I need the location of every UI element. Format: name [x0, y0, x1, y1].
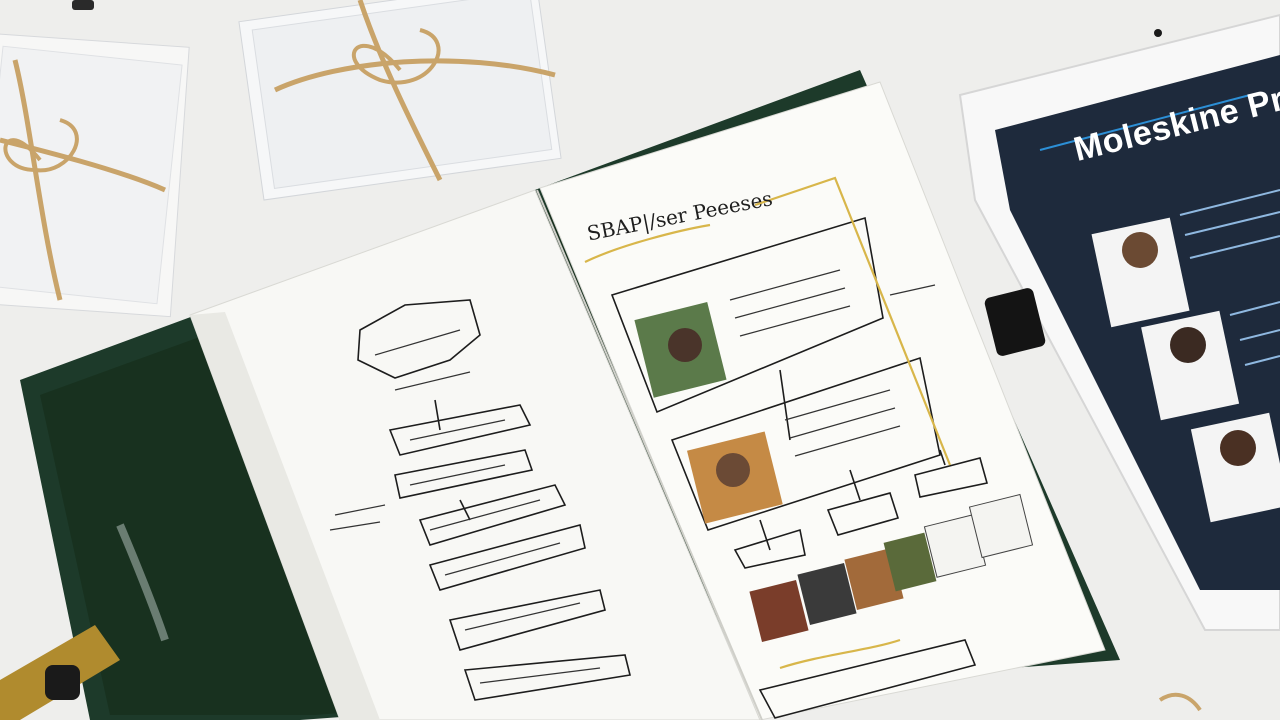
gift-package-top — [238, 0, 562, 201]
pen-loop — [116, 523, 169, 642]
tablet-text-lines — [1179, 189, 1280, 366]
twine-end — [1158, 692, 1202, 712]
tablet-profile-cards — [1091, 217, 1280, 523]
photo-strip — [749, 493, 1034, 643]
left-page-diagram — [357, 299, 631, 701]
bookmark-ribbon — [984, 288, 1046, 356]
left-page-handwriting — [329, 329, 601, 684]
gold-connector-lines — [584, 176, 952, 670]
right-page-handwriting — [729, 269, 936, 457]
gift-package-left — [0, 32, 190, 318]
right-page-photos — [634, 301, 1034, 643]
dark-object-top — [72, 0, 94, 10]
right-page-diagram — [610, 216, 989, 719]
tablet-device — [958, 13, 1280, 631]
dark-clip — [45, 665, 80, 700]
